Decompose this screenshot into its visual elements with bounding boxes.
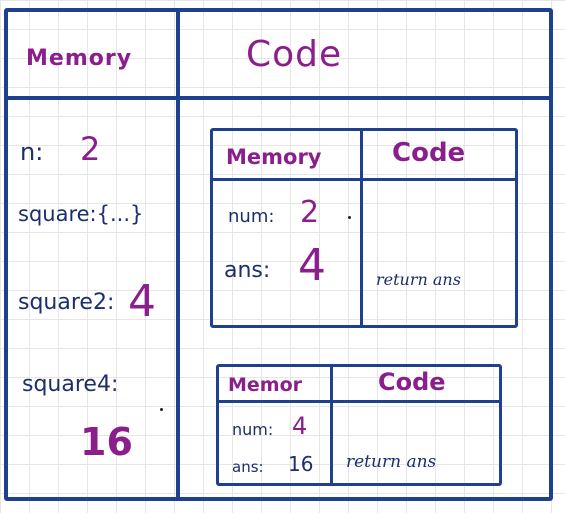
- context2-ans-label: ans:: [232, 458, 264, 476]
- global-execution-context: [4, 8, 553, 501]
- stray-dot: [160, 408, 163, 411]
- variable-n-name: n:: [20, 138, 44, 166]
- context2-num-label: num:: [232, 420, 274, 439]
- context2-code-header: Code: [378, 368, 446, 396]
- outer-code-header: Code: [246, 34, 343, 75]
- variable-square4-name: square4:: [22, 372, 119, 397]
- context1-ans-label: ans:: [224, 258, 271, 283]
- context2-ans-value: 16: [288, 452, 314, 476]
- context2-header-divider: [218, 400, 500, 403]
- variable-n-value: 2: [80, 130, 101, 168]
- context1-memory-header: Memory: [226, 145, 322, 169]
- context1-dot-1: [348, 216, 351, 219]
- context2-code-text: return ans: [346, 452, 437, 472]
- context2-memory-header: Memor: [228, 374, 303, 396]
- context1-code-text: return ans: [376, 270, 461, 289]
- execution-context-1: [210, 128, 518, 328]
- outer-column-divider: [176, 10, 180, 500]
- context2-num-value: 4: [292, 412, 308, 440]
- execution-context-2: [216, 364, 502, 486]
- context1-column-divider: [360, 130, 363, 326]
- context2-column-divider: [330, 366, 333, 484]
- outer-memory-header: Memory: [26, 46, 133, 71]
- variable-square2-value: 4: [128, 276, 156, 327]
- context1-ans-value: 4: [298, 240, 326, 291]
- variable-square4-value: 16: [80, 420, 133, 464]
- variable-square2-name: square2:: [18, 290, 115, 315]
- context1-num-value: 2: [300, 195, 320, 230]
- outer-header-divider: [6, 96, 551, 100]
- variable-square-name: square:{...}: [18, 202, 144, 226]
- context1-header-divider: [212, 178, 516, 181]
- context1-num-label: num:: [228, 206, 275, 227]
- context1-code-header: Code: [392, 138, 466, 168]
